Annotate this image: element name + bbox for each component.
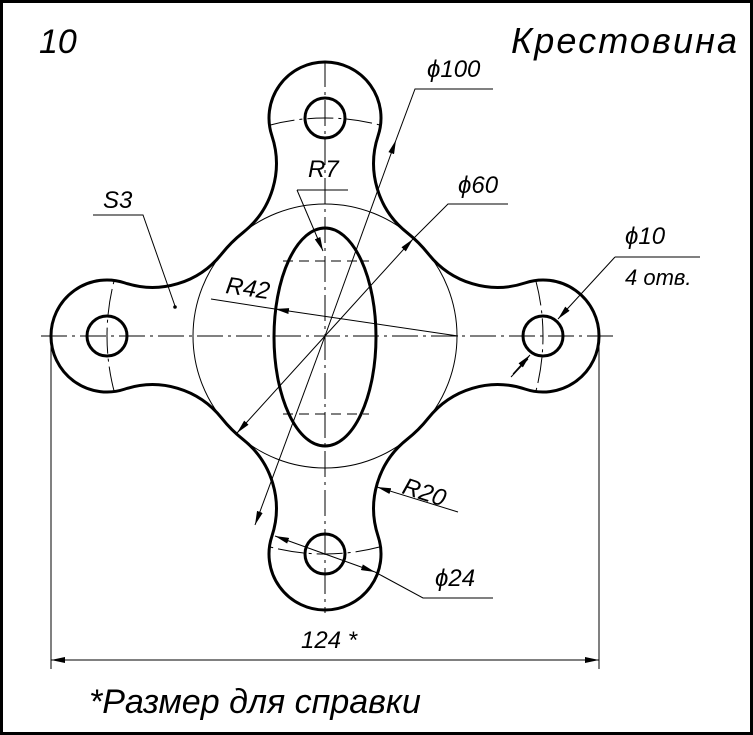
dimension-label: ϕ10	[625, 223, 666, 250]
hole-top	[303, 96, 347, 140]
bolt-circle-arc	[268, 117, 382, 126]
dimension-slot-radius: R42	[210, 272, 459, 337]
dimension-label: ϕ100	[427, 56, 481, 83]
dimension-label: 124 *	[301, 627, 358, 654]
dimension-bolt-circle: ϕ100	[254, 56, 493, 526]
dimension-label: ϕ60	[458, 172, 499, 199]
hole-bottom	[303, 532, 347, 576]
dimension-hole: ϕ10 4 отв.	[510, 223, 700, 378]
bolt-circle-arc	[535, 279, 544, 393]
part-name: Крестовина	[511, 20, 737, 61]
dimension-end-radius: R7	[296, 156, 348, 252]
dimension-thickness: S3	[93, 187, 177, 309]
dimension-label: R20	[399, 473, 450, 512]
dimension-label: R7	[308, 156, 340, 183]
dimension-label: S3	[103, 187, 133, 214]
dimension-body-circle: ϕ60	[236, 172, 508, 434]
dimension-label: ϕ24	[435, 565, 475, 592]
hole-count-label: 4 отв.	[625, 265, 692, 290]
drawing-number: 10	[39, 23, 77, 61]
central-slot	[272, 226, 378, 448]
bolt-circle-arc	[106, 279, 115, 393]
part-outline	[49, 60, 601, 612]
dimension-label: R42	[224, 272, 271, 305]
dimension-lug: ϕ24	[274, 535, 493, 599]
part-drawing: 10 Крестовина ϕ100 ϕ60 R7	[39, 20, 737, 721]
hole-right	[521, 314, 565, 358]
dimension-fillet-radius: R20	[376, 473, 459, 513]
hole-left	[85, 314, 129, 358]
reference-note: *Размер для справки	[89, 683, 421, 721]
dimension-overall-width: 124 *	[50, 343, 600, 669]
